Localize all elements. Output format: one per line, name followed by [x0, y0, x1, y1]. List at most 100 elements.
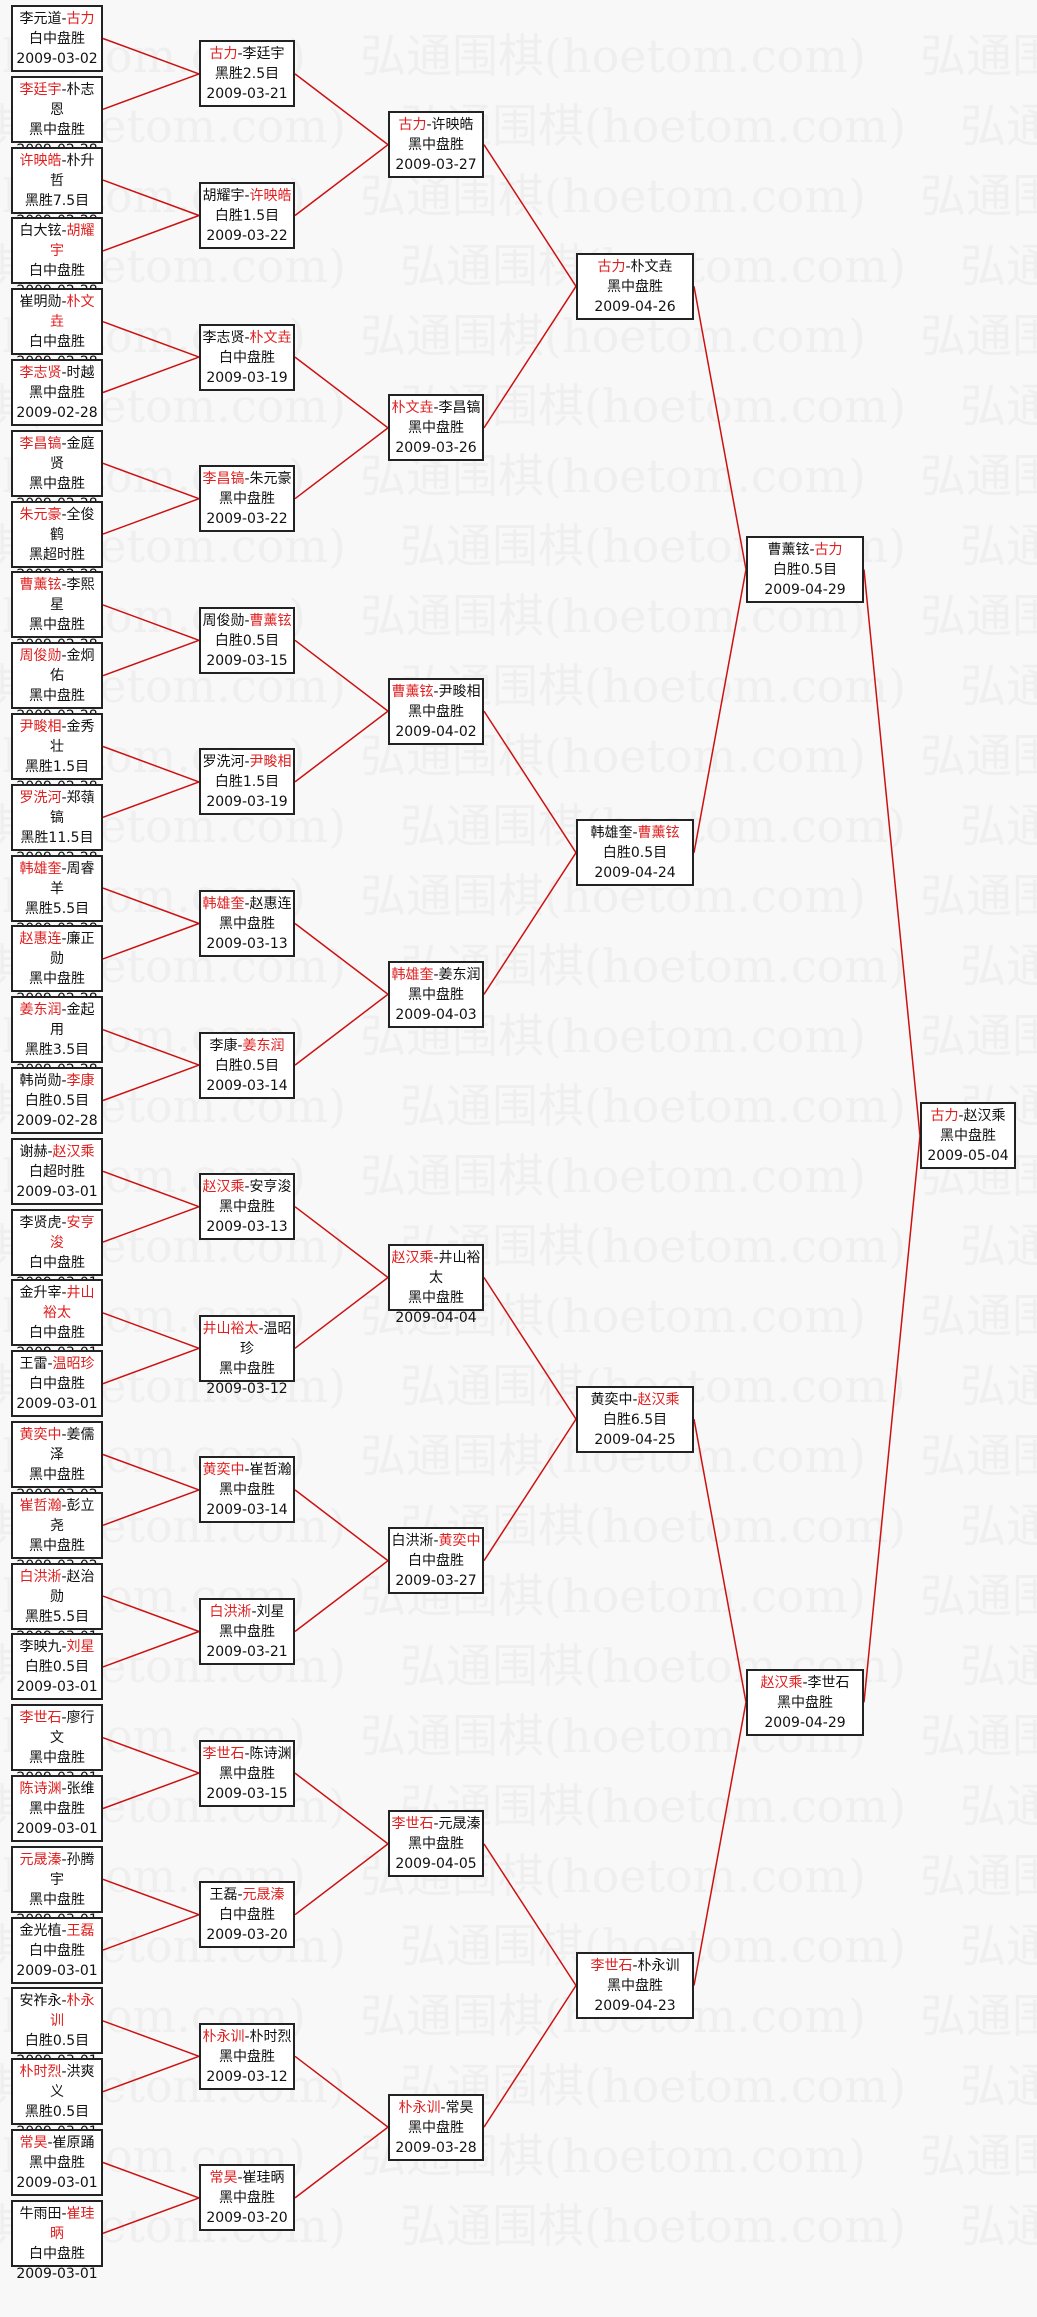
match-date: 2009-03-01	[16, 2265, 98, 2282]
white-player-name: 金炯佑	[50, 648, 95, 685]
connector-line	[693, 1702, 747, 1986]
match-result: 黑中盘胜	[29, 688, 85, 705]
white-player-name: 曹薰铉	[637, 825, 680, 842]
white-player-name: 尹畯相	[249, 754, 292, 771]
connector-line	[294, 993, 389, 1066]
versus-dash: -	[61, 1568, 67, 1585]
connector-line	[294, 73, 389, 146]
match-date: 2009-03-02	[16, 51, 98, 67]
match-date: 2009-04-24	[594, 865, 676, 882]
match-date: 2009-04-04	[395, 1310, 477, 1326]
match-box-r1-19: 金升宰-井山裕太白中盘胜2009-03-01	[11, 1279, 103, 1361]
connector-line	[294, 1206, 389, 1279]
match-date: 2009-03-01	[16, 1396, 98, 1413]
match-players: 韩尚勋-李康	[13, 1071, 101, 1091]
connector-line	[102, 2055, 200, 2093]
versus-dash: -	[433, 683, 439, 700]
match-result: 白胜1.5目	[214, 208, 280, 224]
versus-dash: -	[433, 1250, 439, 1266]
black-player-name: 李元道	[19, 11, 62, 27]
match-players: 李世石-朴永训	[578, 1956, 692, 1976]
versus-dash: -	[61, 789, 67, 806]
match-result: 黑中盘胜	[29, 1537, 85, 1554]
white-player-name: 温昭珍	[240, 1320, 292, 1357]
match-date: 2009-04-03	[395, 1006, 477, 1023]
match-result: 黑胜5.5目	[24, 1608, 90, 1625]
match-box-r1-2: 李廷宇-朴志恩黑中盘胜2009-02-28	[11, 75, 103, 158]
match-result: 黑中盘胜	[219, 491, 275, 508]
match-players: 金升宰-井山裕太	[13, 1283, 101, 1323]
connector-line	[294, 1276, 389, 1349]
white-player-name: 常昊	[445, 2099, 474, 2116]
white-player-name: 郑䕘镐	[50, 789, 95, 826]
black-player-name: 王雷	[19, 1356, 48, 1373]
connector-line	[102, 781, 200, 819]
connector-line	[483, 710, 577, 854]
black-player-name: 谢赫	[19, 1143, 48, 1160]
white-player-name: 崔珪昞	[50, 2205, 95, 2242]
versus-dash: -	[61, 1073, 67, 1089]
match-result: 白超时胜	[29, 1163, 85, 1180]
match-result: 黑中盘胜	[29, 1891, 85, 1908]
black-player-name: 韩雄奎	[202, 896, 245, 912]
match-date: 2009-03-20	[206, 2210, 288, 2227]
connector-line	[102, 2197, 200, 2235]
versus-dash: -	[237, 1887, 243, 1904]
versus-dash: -	[632, 825, 638, 842]
white-player-name: 廉正勋	[50, 931, 95, 968]
match-players: 陈诗渊-张维	[13, 1779, 101, 1799]
match-result: 黑中盘胜	[219, 1199, 275, 1216]
black-player-name: 白大铉	[19, 223, 62, 240]
white-player-name: 李昌镐	[438, 400, 481, 417]
connector-line	[102, 356, 200, 394]
match-players: 安祚永-朴永训	[13, 1991, 101, 2031]
match-result: 白中盘胜	[29, 334, 85, 351]
black-player-name: 井山裕太	[202, 1320, 259, 1337]
match-result: 黑中盘胜	[29, 475, 85, 492]
match-date: 2009-03-15	[206, 1785, 288, 1802]
white-player-name: 姜东润	[438, 966, 481, 983]
versus-dash: -	[802, 1674, 808, 1691]
versus-dash: -	[433, 966, 439, 983]
white-player-name: 金秀壮	[50, 719, 95, 755]
match-players: 李元道-古力	[13, 9, 101, 29]
black-player-name: 常昊	[209, 2170, 238, 2187]
black-player-name: 李志贤	[202, 329, 245, 346]
match-result: 黑中盘胜	[219, 1482, 275, 1499]
versus-dash: -	[251, 1604, 257, 1620]
match-result: 黑中盘胜	[219, 2190, 275, 2207]
match-result: 黑胜0.5目	[24, 2104, 90, 2121]
match-players: 崔哲瀚-彭立尧	[13, 1496, 101, 1536]
black-player-name: 韩尚勋	[19, 1073, 62, 1089]
match-box-r1-14: 赵惠连-廉正勋黑中盘胜2009-02-28	[11, 925, 103, 1007]
white-player-name: 古力	[66, 11, 95, 27]
match-result: 白中盘胜	[219, 1907, 275, 1924]
white-player-name: 全俊鹤	[50, 506, 95, 543]
white-player-name: 温昭珍	[52, 1356, 95, 1373]
match-players: 王磊-元晟溱	[201, 1885, 293, 1905]
connector-line	[102, 1028, 200, 1066]
versus-dash: -	[258, 1320, 264, 1337]
match-result: 黑中盘胜	[408, 137, 464, 154]
black-player-name: 金光植	[19, 1922, 62, 1939]
match-date: 2009-05-04	[927, 1148, 1009, 1165]
versus-dash: -	[61, 1922, 67, 1939]
match-players: 李志贤-朴文垚	[201, 328, 293, 348]
versus-dash: -	[61, 435, 67, 452]
connector-line	[294, 2126, 389, 2199]
versus-dash: -	[61, 1851, 67, 1868]
versus-dash: -	[433, 1533, 439, 1550]
white-player-name: 赵治勋	[50, 1568, 95, 1605]
match-players: 白洪淅-刘星	[201, 1602, 293, 1622]
black-player-name: 李廷宇	[19, 81, 62, 98]
connector-line	[102, 1453, 200, 1491]
